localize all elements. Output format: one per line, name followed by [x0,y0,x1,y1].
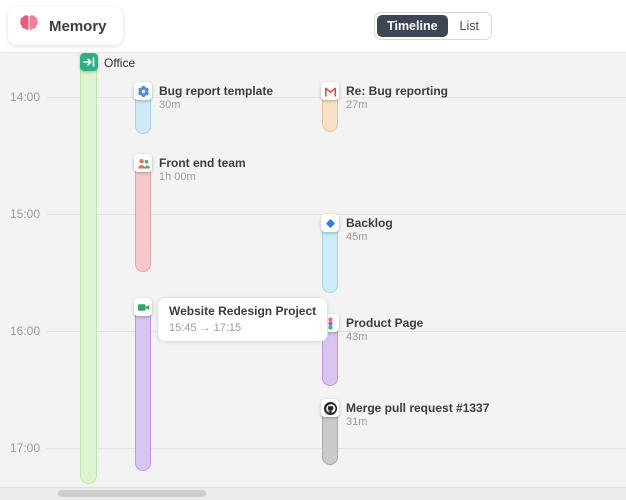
time-axis-label: 15:00 [10,207,41,221]
brain-icon [17,13,41,40]
event-detail-card[interactable]: Website Redesign Project 15:45 → 17:15 [157,297,329,342]
horizontal-scrollbar[interactable] [0,487,626,500]
app-logo[interactable]: Memory [8,7,123,45]
time-axis-label: 17:00 [10,441,41,455]
event-title: Bug report template [159,84,274,98]
event-duration: 1h 00m [159,171,196,183]
tab-timeline[interactable]: Timeline [377,15,448,37]
time-axis-label: 16:00 [10,324,41,338]
tab-list[interactable]: List [450,15,489,37]
event-card-time-range: 15:45 → 17:15 [169,322,242,334]
office-enter-icon[interactable] [79,53,98,71]
event-track-front-end-team[interactable] [135,156,151,272]
event-track-website-redesign-project[interactable] [135,300,151,471]
github-icon[interactable] [321,399,339,417]
event-card-title: Website Redesign Project [169,304,317,318]
time-axis-label: 14:00 [10,90,41,104]
event-title: Re: Bug reporting [346,84,448,98]
event-duration: 31m [346,416,368,428]
gmail-icon[interactable] [321,82,339,100]
app-header: Memory Timeline List [0,0,626,53]
team-icon[interactable] [134,154,152,172]
jira-icon[interactable] [321,214,339,232]
event-track-office[interactable] [80,55,97,484]
event-duration: 45m [346,231,368,243]
event-title: Front end team [159,156,246,170]
meet-camera-icon[interactable] [134,298,152,316]
app-name: Memory [49,17,107,35]
event-title: Merge pull request #1337 [346,401,490,415]
event-duration: 30m [159,99,181,111]
flower-icon[interactable] [134,82,152,100]
view-toggle: Timeline List [374,12,492,40]
event-duration: 43m [346,331,368,343]
scrollbar-thumb[interactable] [58,490,206,497]
event-duration: 27m [346,99,368,111]
event-title: Product Page [346,316,424,330]
event-title: Office [104,56,136,70]
event-title: Backlog [346,216,393,230]
